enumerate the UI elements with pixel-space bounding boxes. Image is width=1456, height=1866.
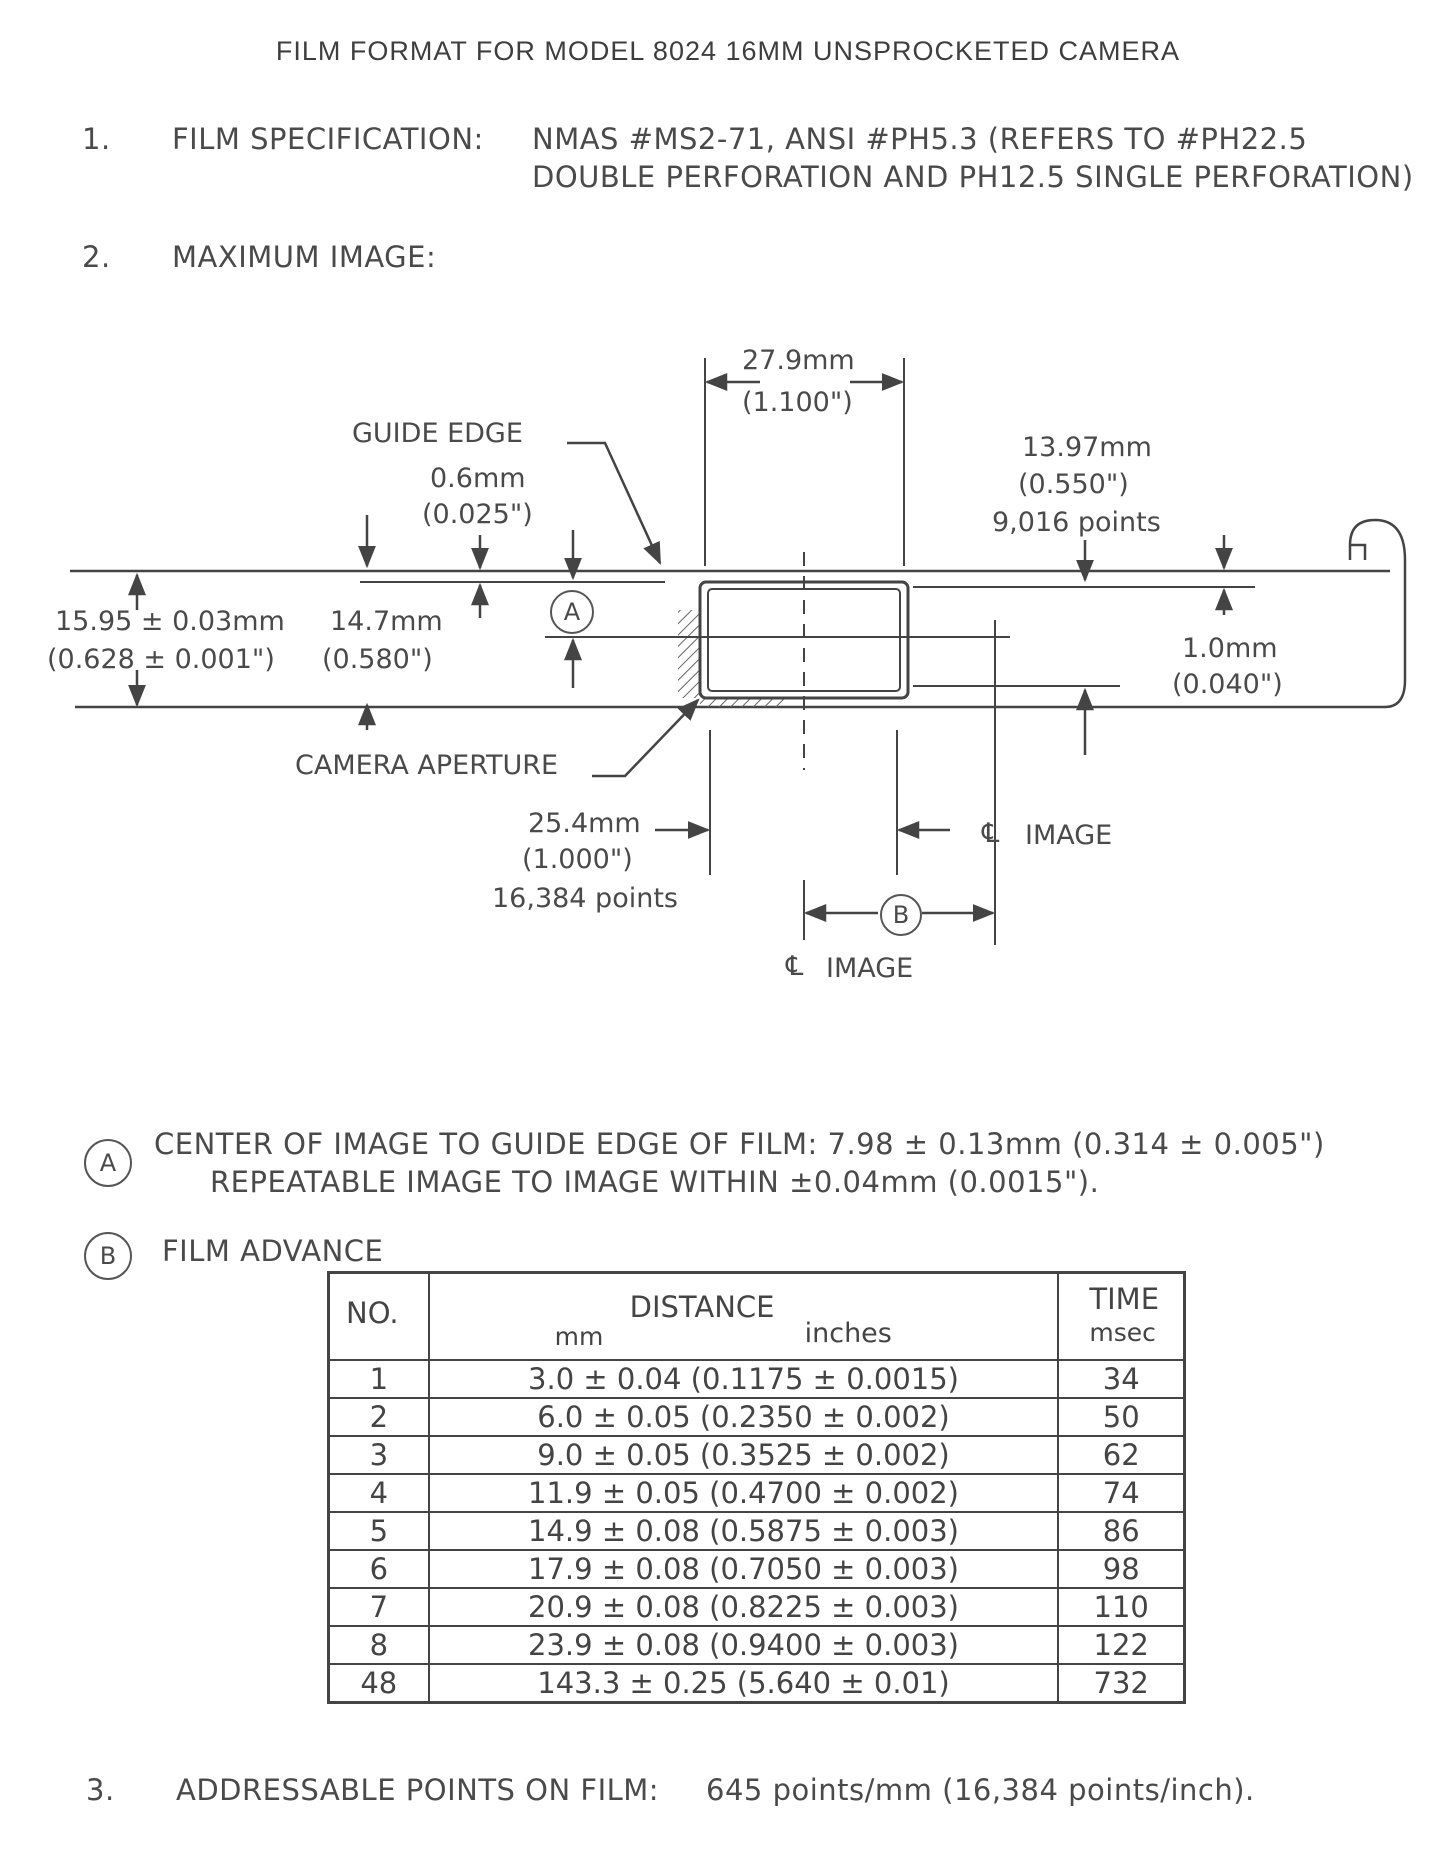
note-a-line2: REPEATABLE IMAGE TO IMAGE WITHIN ±0.04mm… [210, 1165, 1100, 1199]
centerline-icon: ℄ [982, 818, 1000, 849]
dim-width-mm: 15.95 ± 0.03mm [55, 606, 285, 637]
film-curl [1348, 518, 1407, 709]
centerline-icon: ℄ [786, 951, 804, 982]
camera-aperture-label: CAMERA APERTURE [295, 750, 559, 781]
dim-right-mm: 13.97mm [1022, 432, 1152, 463]
dim-edge-in: (0.040") [1172, 669, 1283, 700]
dim-top-mm: 27.9mm [742, 345, 855, 376]
aperture-hatch-bottom [700, 697, 785, 707]
dim-top-in: (1.100") [742, 387, 853, 418]
section-2-number: 2. [82, 240, 111, 274]
guide-edge-label: GUIDE EDGE [352, 418, 523, 449]
dim-bottom-in: (1.000") [522, 844, 633, 875]
note-a-marker: A [84, 1139, 132, 1187]
header-time: TIME msec [1057, 1271, 1186, 1361]
section-1-number: 1. [82, 122, 111, 156]
section-3-label: ADDRESSABLE POINTS ON FILM: [176, 1773, 660, 1807]
section-1-label: FILM SPECIFICATION: [172, 122, 484, 156]
dim-guide-in: (0.025") [422, 499, 533, 530]
section-1-line2: DOUBLE PERFORATION AND PH12.5 SINGLE PER… [532, 160, 1414, 194]
section-1-line1: NMAS #MS2-71, ANSI #PH5.3 (REFERS TO #PH… [532, 122, 1308, 156]
header-distance: DISTANCE mm inches [427, 1271, 1060, 1361]
note-b-marker: B [84, 1232, 132, 1280]
section-3-number: 3. [86, 1773, 115, 1807]
dim-inner-mm: 14.7mm [330, 606, 443, 637]
header-no: NO. [327, 1271, 430, 1361]
cl-image-label-1: IMAGE [1025, 820, 1113, 851]
dim-inner-in: (0.580") [322, 644, 433, 675]
dim-guide-mm: 0.6mm [430, 463, 526, 494]
marker-a: A [550, 590, 594, 634]
dim-edge-mm: 1.0mm [1182, 633, 1278, 664]
page-title: FILM FORMAT FOR MODEL 8024 16MM UNSPROCK… [275, 36, 1181, 66]
section-3-value: 645 points/mm (16,384 points/inch). [706, 1773, 1255, 1807]
film-curl-inner [1350, 543, 1367, 560]
aperture-hatch-left [678, 610, 700, 698]
dim-width-in: (0.628 ± 0.001") [47, 644, 275, 675]
table-header-row: NO. DISTANCE mm inches TIME msec [327, 1271, 1186, 1361]
cl-image-label-2: IMAGE [826, 953, 914, 984]
film-format-diagram [70, 358, 1407, 945]
section-2-label: MAXIMUM IMAGE: [172, 240, 437, 274]
dim-right-points: 9,016 points [992, 507, 1161, 538]
note-b-label: FILM ADVANCE [162, 1234, 384, 1268]
dim-bottom-points: 16,384 points [492, 883, 678, 914]
dim-bottom-mm: 25.4mm [528, 808, 641, 839]
note-a-line1: CENTER OF IMAGE TO GUIDE EDGE OF FILM: 7… [154, 1127, 1325, 1161]
dim-right-in: (0.550") [1018, 469, 1129, 500]
marker-b: B [880, 894, 922, 936]
